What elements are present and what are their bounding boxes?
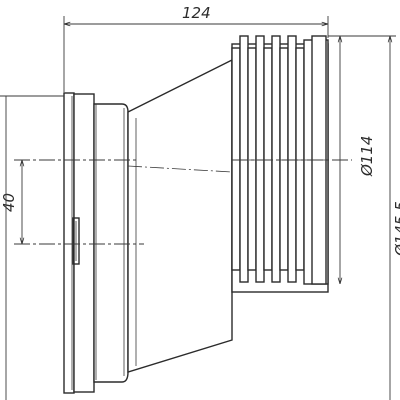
dimension-outer-diameter-label: Ø114 <box>358 136 376 177</box>
dimension-offset: 40 <box>0 159 144 245</box>
conical-transition <box>127 58 233 373</box>
dimension-outer-diameter: Ø114 <box>340 36 376 284</box>
dimension-offset-label: 40 <box>0 193 18 212</box>
dimension-length: 124 <box>63 4 329 92</box>
dimension-length-label: 124 <box>182 4 211 22</box>
dimension-left-extent <box>0 95 64 400</box>
dimension-flange-diameter-label: Ø145,5 <box>392 201 400 257</box>
dimension-flange-diameter: Ø145,5 <box>328 35 400 400</box>
sealing-ribs <box>231 35 329 293</box>
base-flange <box>63 92 129 394</box>
